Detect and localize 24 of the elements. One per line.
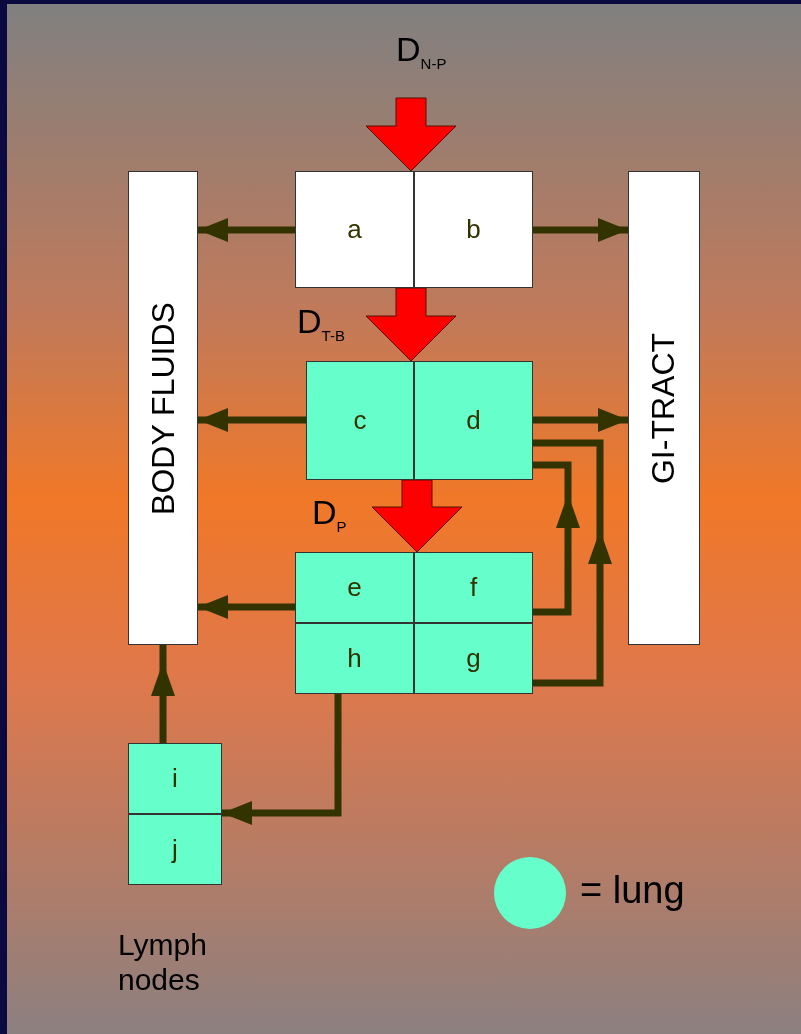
compartment-box <box>295 552 414 623</box>
compartment-label: BODY FLUIDS <box>144 301 182 515</box>
compartment-label: b <box>466 214 481 245</box>
edge-label: D$_{N-P}$ <box>396 30 447 72</box>
compartment-label: c <box>353 405 367 436</box>
compartment-label: d <box>466 405 481 436</box>
compartment-box <box>628 171 700 645</box>
compartment-label: GI-TRACT <box>645 332 683 484</box>
compartment-label: j <box>172 834 178 865</box>
compartment-label: i <box>172 763 178 794</box>
compartment-box <box>295 623 414 694</box>
compartment-label: e <box>347 572 362 603</box>
edge-label: D$_{P}$ <box>312 493 347 535</box>
edge-label: D$_{T-B}$ <box>297 302 345 344</box>
compartment-box <box>128 171 198 645</box>
compartment-box <box>414 623 533 694</box>
compartment-label: g <box>466 643 481 674</box>
compartment-label: f <box>469 572 478 603</box>
legend-label: = lung <box>580 869 685 912</box>
compartment-box <box>295 552 533 694</box>
compartment-label: a <box>347 214 362 245</box>
node-caption: Lymph nodes <box>118 928 208 997</box>
compartment-box <box>414 552 533 623</box>
compartment-label: h <box>347 643 362 674</box>
